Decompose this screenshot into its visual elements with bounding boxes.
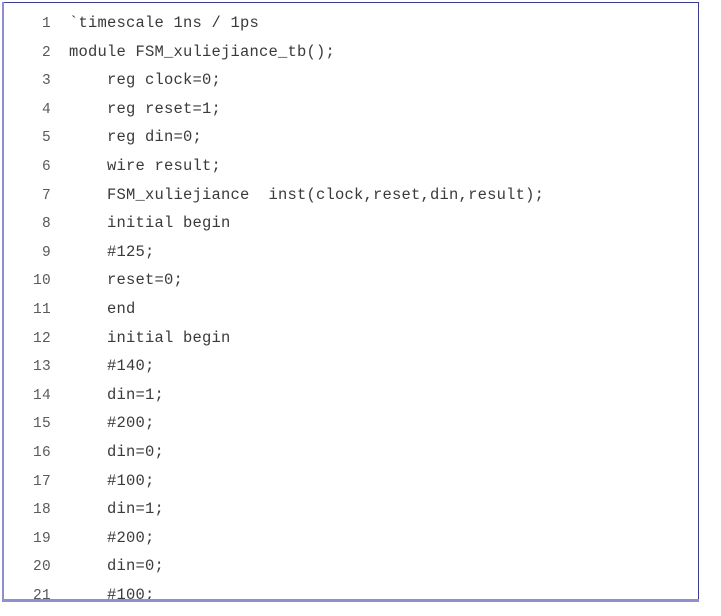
line-number: 11 bbox=[32, 301, 51, 318]
line-number: 19 bbox=[32, 530, 51, 547]
line-number: 15 bbox=[32, 416, 51, 433]
line-number: 3 bbox=[41, 73, 51, 90]
code-line: 12 initial begin bbox=[3, 324, 698, 353]
code-line: 4 reg reset=1; bbox=[3, 95, 698, 124]
code-line: 3 reg clock=0; bbox=[3, 66, 698, 95]
line-code-text: reg reset=1; bbox=[69, 99, 222, 118]
code-line: 7 FSM_xuliejiance inst(clock,reset,din,r… bbox=[3, 181, 698, 210]
code-line: 18 din=1; bbox=[3, 495, 698, 524]
line-code-text: #200; bbox=[69, 528, 155, 547]
line-number: 4 bbox=[41, 101, 51, 118]
line-code-text: din=0; bbox=[69, 557, 165, 576]
line-code-text: FSM_xuliejiance inst(clock,reset,din,res… bbox=[69, 185, 545, 204]
line-code-text: reset=0; bbox=[69, 271, 184, 290]
code-line: 9 #125; bbox=[3, 238, 698, 267]
code-line: 8 initial begin bbox=[3, 209, 698, 238]
line-code-text: #100; bbox=[69, 471, 155, 490]
code-line: 13 #140; bbox=[3, 352, 698, 381]
code-line: 2 module FSM_xuliejiance_tb(); bbox=[3, 38, 698, 67]
line-number: 13 bbox=[32, 359, 51, 376]
code-line: 5 reg din=0; bbox=[3, 123, 698, 152]
code-line: 11 end bbox=[3, 295, 698, 324]
line-number: 16 bbox=[32, 444, 51, 461]
code-line: 6 wire result; bbox=[3, 152, 698, 181]
line-code-text: din=0; bbox=[69, 442, 165, 461]
code-line: 21 #100; bbox=[3, 581, 698, 610]
line-number: 8 bbox=[41, 216, 51, 233]
line-number: 18 bbox=[32, 502, 51, 519]
code-listing-panel: 1 `timescale 1ns / 1ps 2 module FSM_xulieji… bbox=[2, 2, 699, 604]
line-number: 12 bbox=[32, 330, 51, 347]
code-line: 16 din=0; bbox=[3, 438, 698, 467]
line-number: 17 bbox=[32, 473, 51, 490]
code-line: 1 `timescale 1ns / 1ps bbox=[3, 9, 698, 38]
line-code-text: reg clock=0; bbox=[69, 71, 222, 90]
line-number: 2 bbox=[41, 44, 51, 61]
line-code-text: initial begin bbox=[69, 214, 231, 233]
line-code-text: reg din=0; bbox=[69, 128, 203, 147]
line-code-text: initial begin bbox=[69, 328, 231, 347]
line-number: 5 bbox=[41, 130, 51, 147]
code-line: 14 din=1; bbox=[3, 381, 698, 410]
line-code-text: #200; bbox=[69, 414, 155, 433]
line-code-text: #125; bbox=[69, 242, 155, 261]
line-number: 14 bbox=[32, 387, 51, 404]
code-line: 15 #200; bbox=[3, 409, 698, 438]
line-code-text: end bbox=[69, 299, 136, 318]
line-code-text: #100; bbox=[69, 585, 155, 604]
line-number: 1 bbox=[41, 16, 51, 32]
line-number: 21 bbox=[32, 587, 51, 604]
code-line: 17 #100; bbox=[3, 467, 698, 496]
line-number: 10 bbox=[32, 273, 51, 290]
code-line: 10 reset=0; bbox=[3, 266, 698, 295]
line-number: 20 bbox=[32, 559, 51, 576]
line-number: 6 bbox=[41, 158, 51, 175]
code-lines-container: 1 `timescale 1ns / 1ps 2 module FSM_xulieji… bbox=[3, 3, 698, 609]
line-number: 9 bbox=[41, 244, 51, 261]
line-number: 7 bbox=[41, 187, 51, 204]
line-code-text: wire result; bbox=[69, 156, 222, 175]
line-code-text: `timescale 1ns / 1ps bbox=[69, 14, 260, 32]
code-line: 20 din=0; bbox=[3, 552, 698, 581]
line-code-text: din=1; bbox=[69, 500, 165, 519]
code-line: 19 #200; bbox=[3, 524, 698, 553]
line-code-text: module FSM_xuliejiance_tb(); bbox=[69, 42, 336, 61]
line-code-text: din=1; bbox=[69, 385, 165, 404]
line-code-text: #140; bbox=[69, 357, 155, 376]
